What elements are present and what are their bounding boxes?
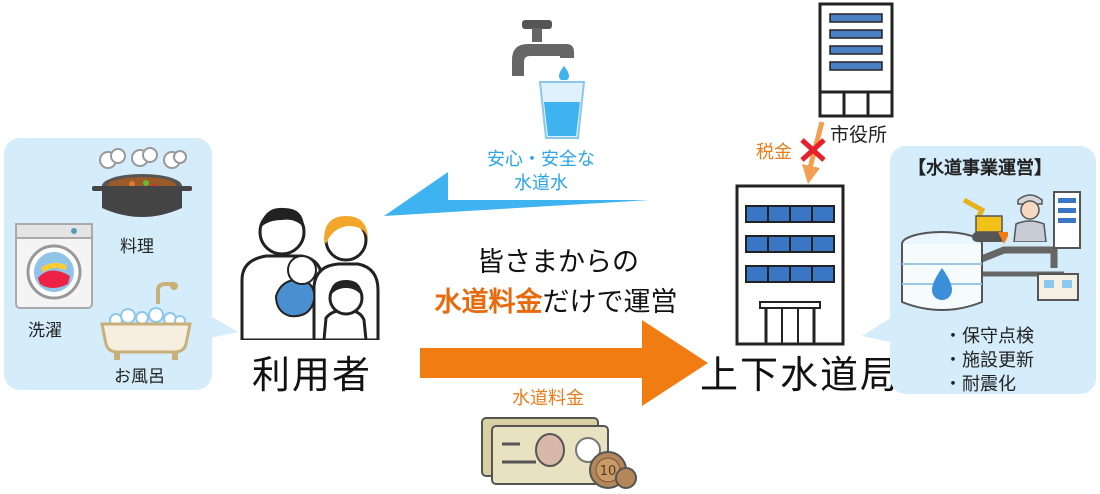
operations-item-seismic: ・耐震化 bbox=[944, 374, 1016, 395]
operations-title: 【水道事業運営】 bbox=[908, 158, 1052, 179]
center-message-line1: 皆さまからの bbox=[477, 247, 639, 278]
water-tank-icon bbox=[901, 191, 1081, 311]
bath-label: お風呂 bbox=[114, 367, 165, 387]
cooking-label: 料理 bbox=[120, 237, 154, 257]
water-bureau-label: 上下水道局 bbox=[700, 353, 901, 397]
money-icon: 10 bbox=[481, 417, 637, 489]
washing-machine-icon bbox=[15, 223, 93, 309]
pot-icon bbox=[92, 147, 192, 217]
laundry-label: 洗濯 bbox=[28, 321, 62, 341]
bubble-tail-left bbox=[200, 310, 238, 340]
glass-icon bbox=[538, 81, 586, 139]
water-flow-label-line2: 水道水 bbox=[514, 173, 568, 194]
svg-text:10: 10 bbox=[600, 464, 617, 479]
user-label: 利用者 bbox=[252, 353, 373, 397]
excavator-icon bbox=[962, 197, 1008, 244]
city-hall-label: 市役所 bbox=[830, 124, 888, 146]
water-flow-label: 安心・安全な 水道水 bbox=[466, 148, 616, 196]
center-message-line2: 水道料金だけで運営 bbox=[406, 280, 706, 319]
water-flow-label-line1: 安心・安全な bbox=[487, 149, 595, 170]
tax-label: 税金 bbox=[756, 142, 792, 163]
worker-icon bbox=[1013, 194, 1047, 242]
faucet-icon bbox=[512, 20, 574, 80]
family-icon bbox=[240, 207, 380, 340]
center-message-rest: だけで運営 bbox=[542, 287, 678, 318]
tax-blocked-arrow bbox=[800, 121, 826, 184]
payment-arrow bbox=[420, 320, 708, 406]
operations-item-renewal: ・施設更新 bbox=[944, 350, 1034, 371]
city-hall-icon bbox=[818, 2, 894, 118]
bathtub-icon bbox=[100, 282, 192, 360]
operations-item-maintenance: ・保守点検 bbox=[944, 326, 1034, 347]
water-supply-arrow bbox=[384, 172, 650, 216]
water-fee-highlight: 水道料金 bbox=[434, 287, 543, 318]
payment-label: 水道料金 bbox=[512, 388, 584, 409]
water-bureau-building-icon bbox=[735, 184, 845, 346]
